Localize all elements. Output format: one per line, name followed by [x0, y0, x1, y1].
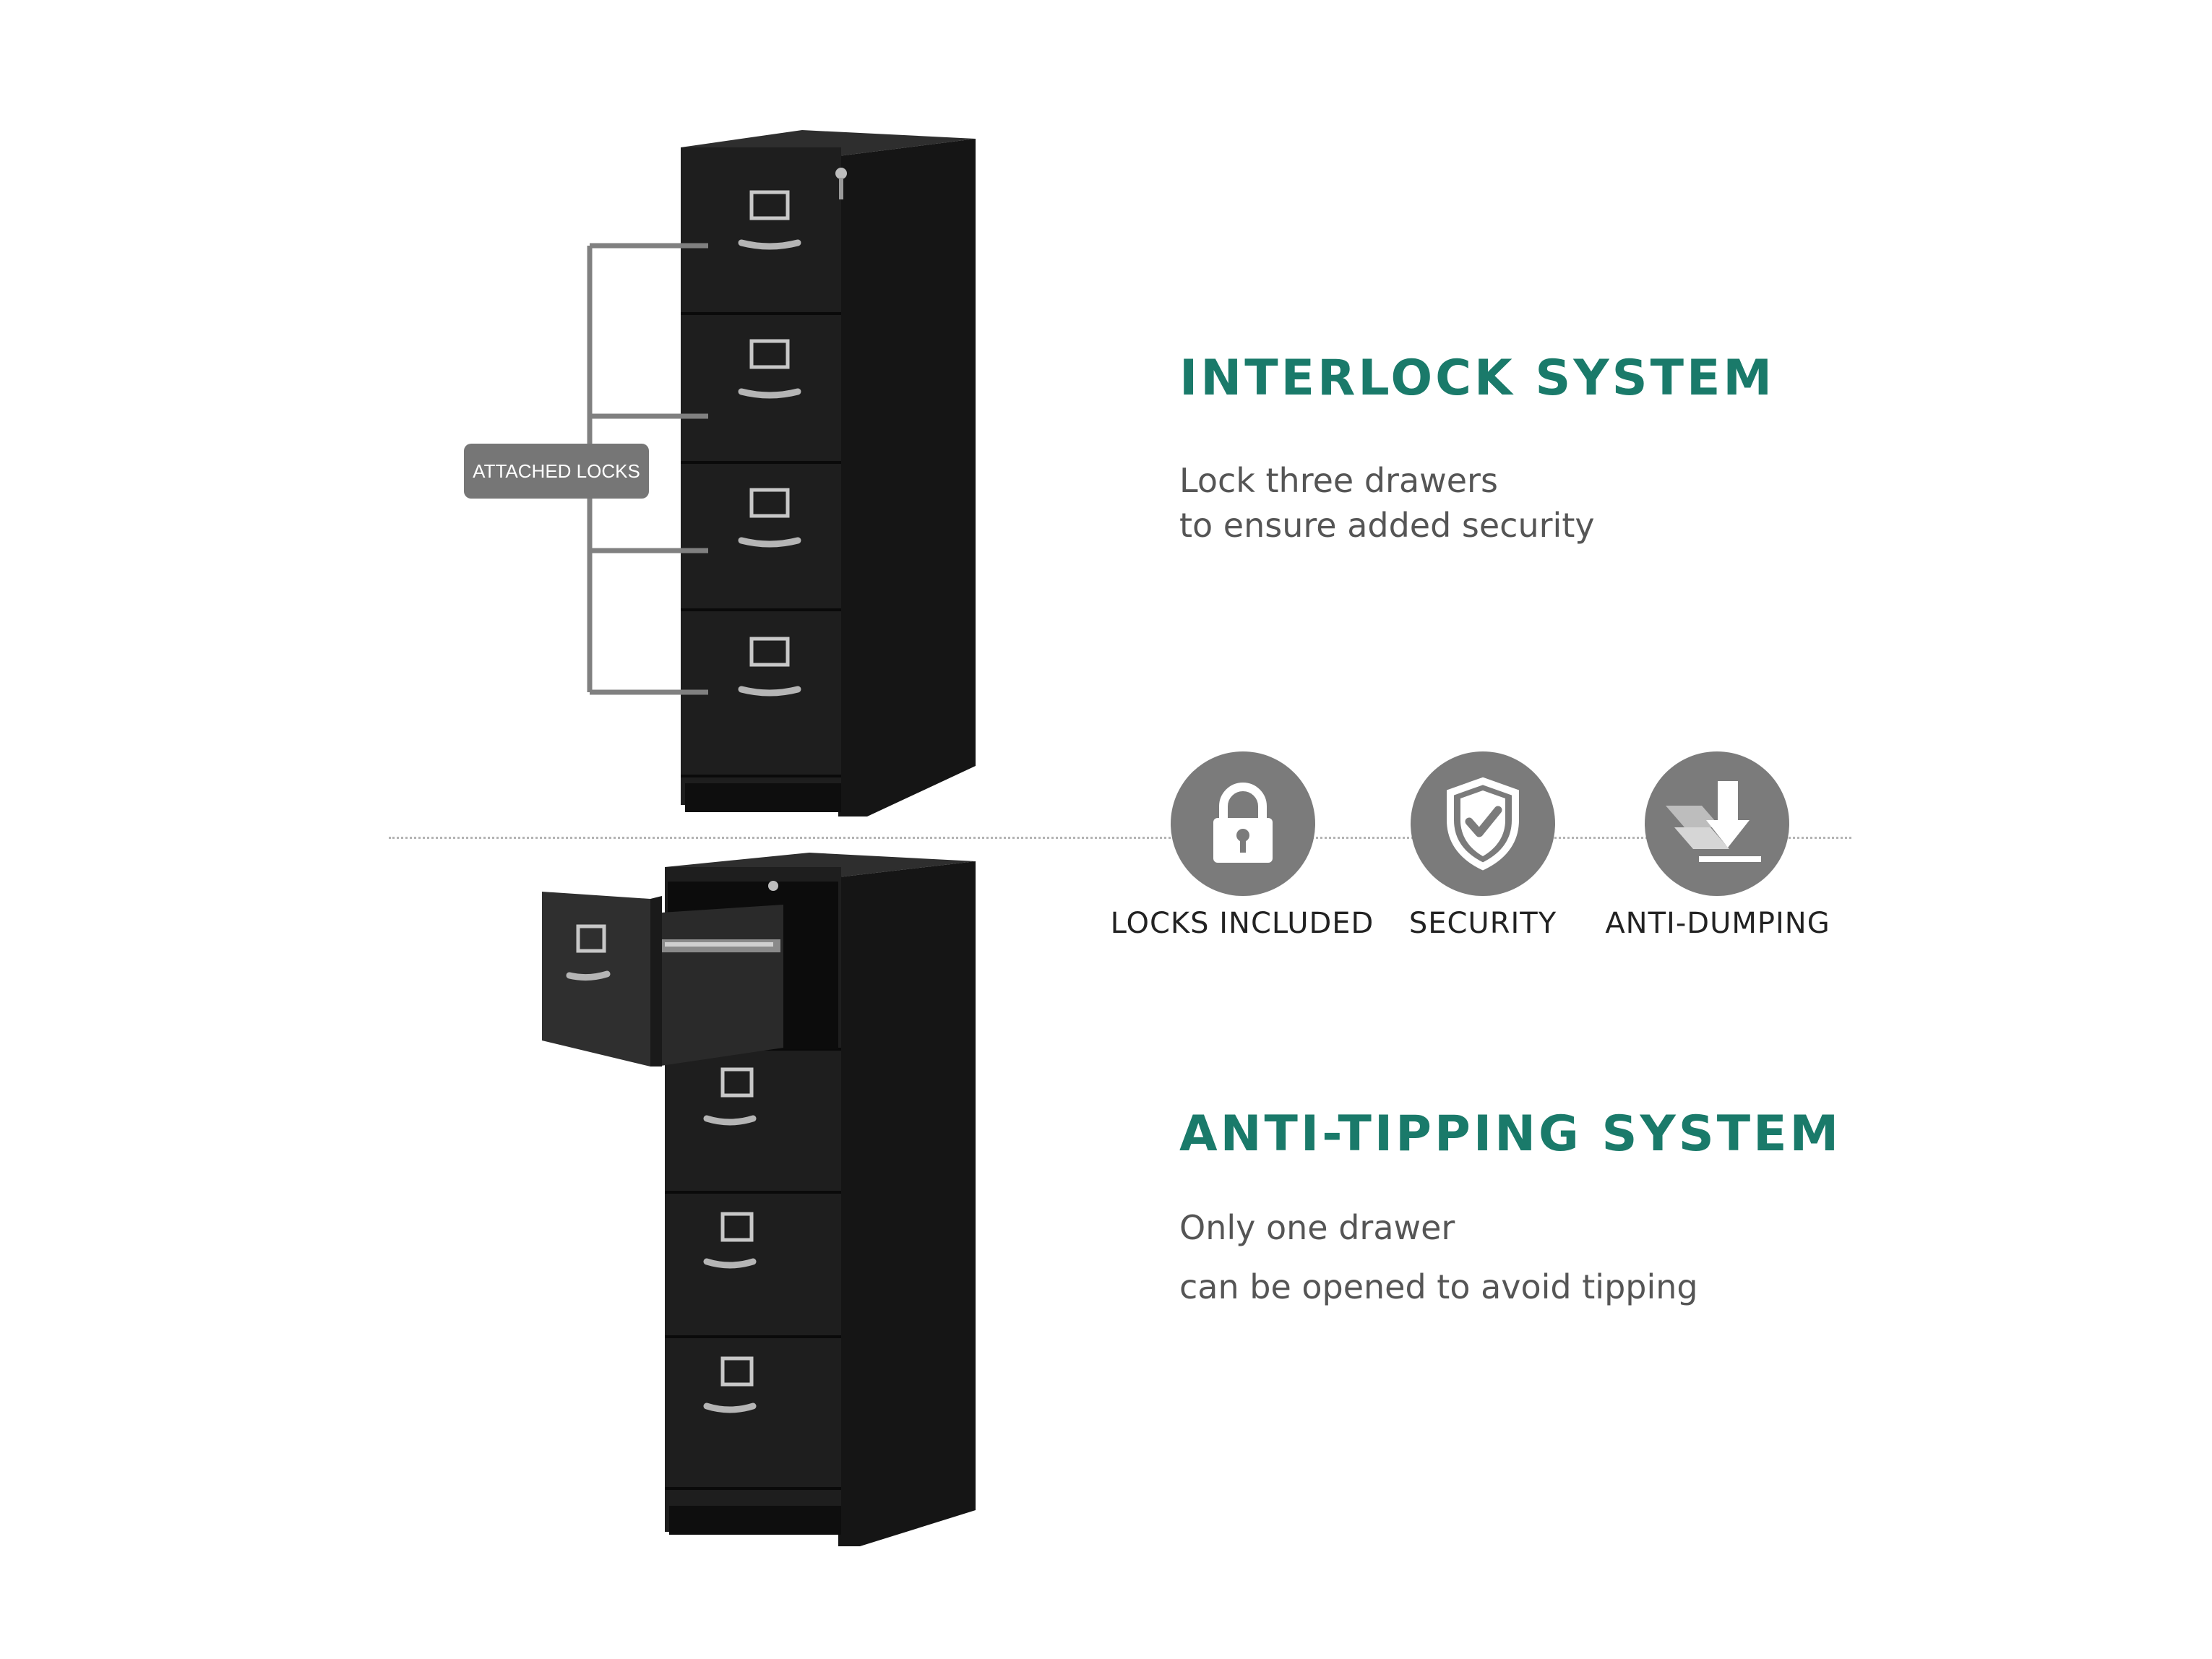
shield-check-icon [1447, 777, 1519, 871]
interlock-title: INTERLOCK SYSTEM [1179, 350, 1776, 407]
section-divider [389, 837, 1851, 839]
locks-included-badge [1171, 751, 1315, 896]
anti-dumping-label: ANTI-DUMPING [1605, 907, 1830, 940]
attached-locks-label: ATTACHED LOCKS [464, 444, 649, 499]
padlock-icon [1213, 783, 1273, 863]
down-arrow-icon [1666, 781, 1761, 862]
filing-cabinet-closed [681, 130, 976, 816]
anti-tipping-title: ANTI-TIPPING SYSTEM [1179, 1106, 1842, 1163]
anti-tipping-line-1: Only one drawer [1179, 1208, 1455, 1247]
security-label: SECURITY [1408, 907, 1557, 940]
interlock-line-1: Lock three drawers [1179, 461, 1498, 500]
filing-cabinet-open-drawer [542, 853, 976, 1546]
anti-dumping-badge [1645, 751, 1789, 896]
anti-tipping-line-2: can be opened to avoid tipping [1179, 1267, 1698, 1306]
interlock-line-2: to ensure added security [1179, 506, 1595, 545]
security-badge [1411, 751, 1555, 896]
locks-included-label: LOCKS INCLUDED [1110, 907, 1374, 940]
